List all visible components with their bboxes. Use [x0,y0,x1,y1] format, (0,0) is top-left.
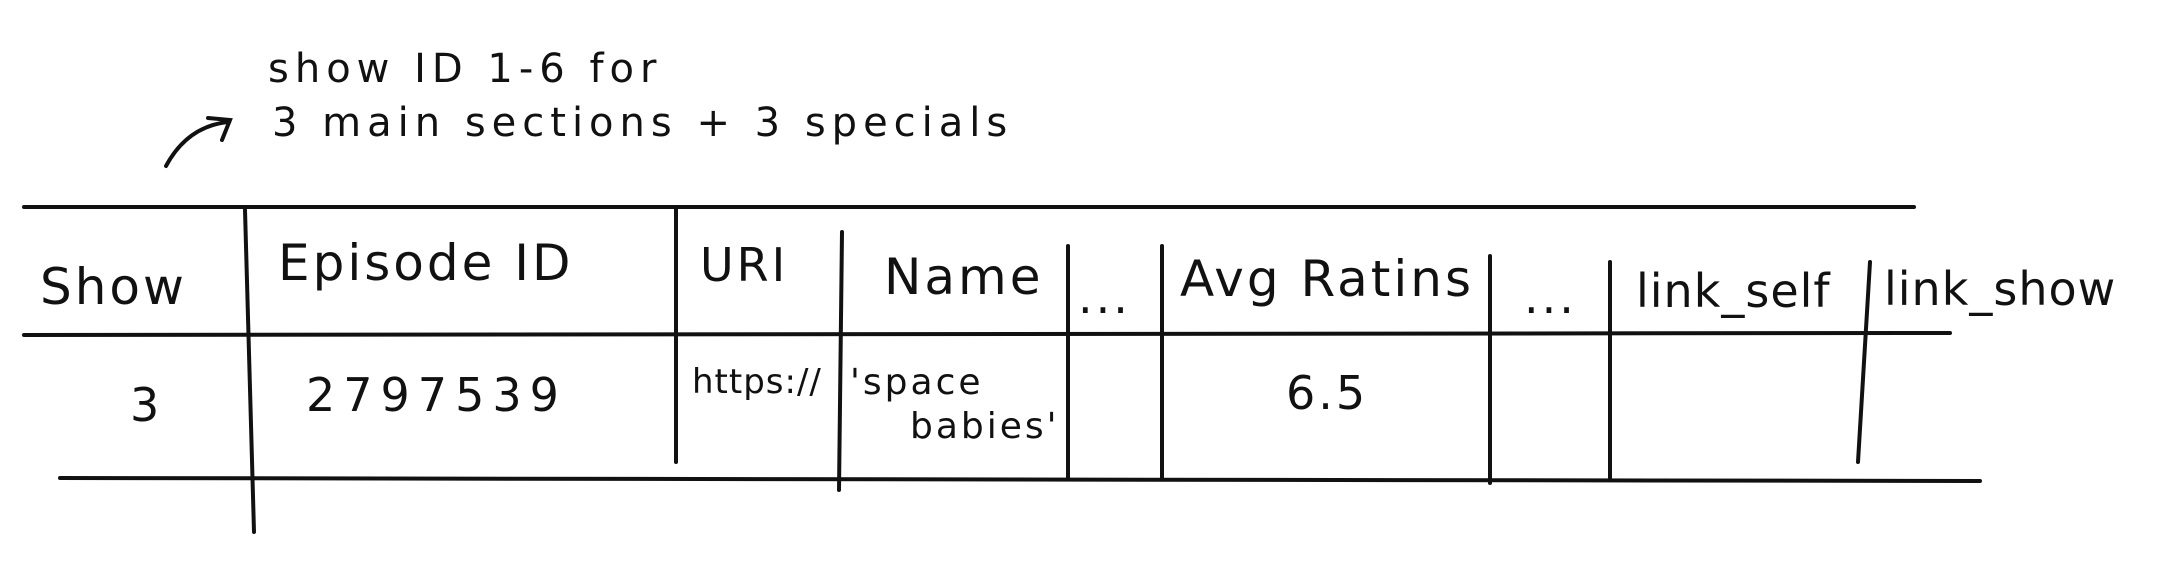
header-uri: URI [700,238,789,292]
annotation-arrow [164,120,230,168]
table-bottom-rule [58,476,1982,483]
header-ellipsis-2: ... [1524,270,1577,324]
cell-name-line-2: babies' [910,406,1060,447]
cell-name-line-1: 'space [850,362,984,403]
header-show: Show [40,258,187,316]
header-link-show: link_show [1884,262,2117,316]
divider-show [243,208,256,534]
header-ellipsis-1: ... [1078,270,1131,324]
cell-episode-id: 2797539 [306,368,567,422]
annotation-line-2: 3 main sections + 3 specials [272,100,1014,146]
cell-uri: https:// [692,362,822,402]
annotation-arrowhead [206,116,233,142]
header-name: Name [884,248,1044,306]
cell-show: 3 [130,378,163,432]
table-header-rule [22,331,1952,337]
annotation-line-1: show ID 1-6 for [268,46,663,92]
header-link-self: link_self [1636,264,1831,318]
header-avg-ratings: Avg Ratins [1180,250,1475,308]
cell-avg-rating: 6.5 [1286,366,1369,420]
divider-uri [837,230,844,492]
divider-link-self [1856,260,1872,464]
header-episode-id: Episode ID [278,234,574,292]
